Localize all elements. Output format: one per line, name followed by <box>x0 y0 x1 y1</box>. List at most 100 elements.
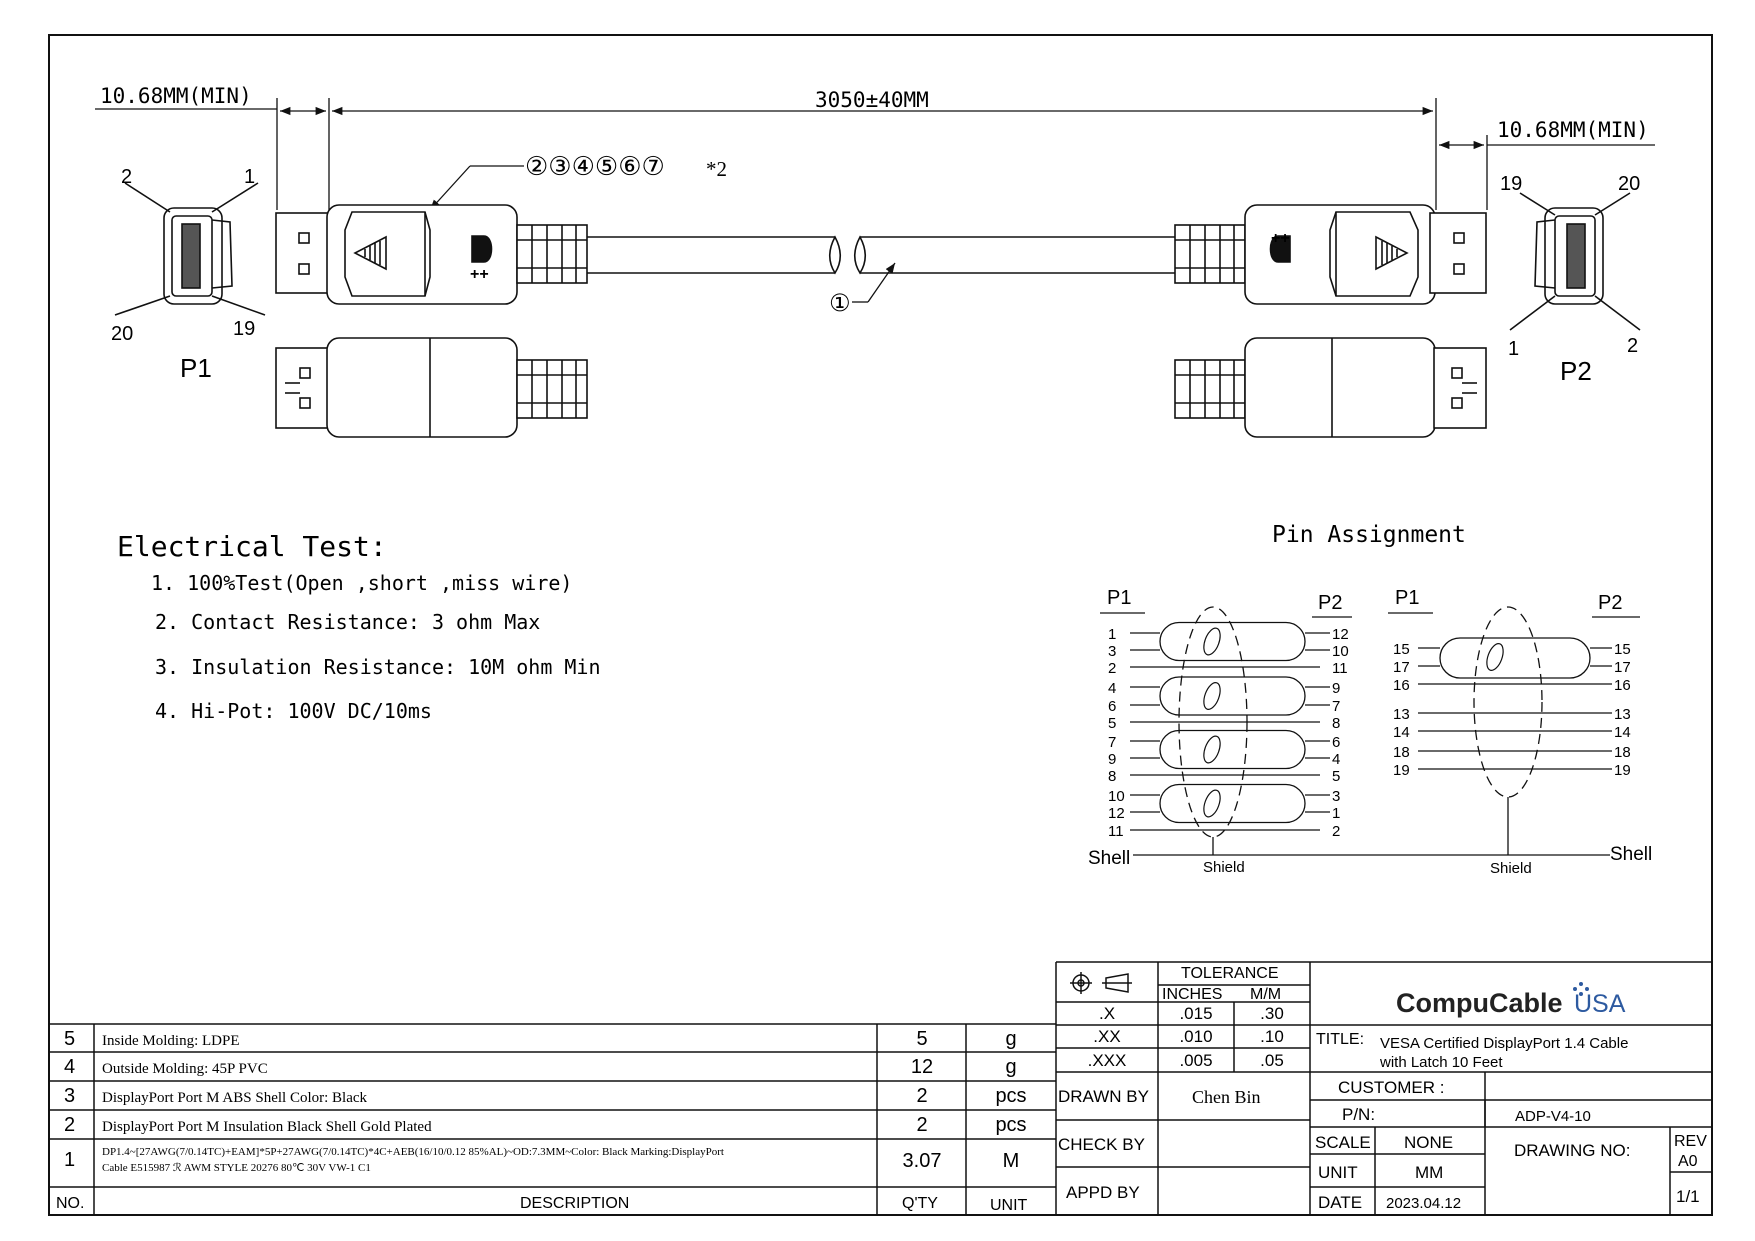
twist-mark <box>1203 735 1221 764</box>
pin-label-p2: 9 <box>1332 680 1340 697</box>
title-line-2: with Latch 10 Feet <box>1379 1054 1503 1071</box>
electrical-test-title: Electrical Test: <box>117 530 387 563</box>
scale-label: SCALE <box>1315 1133 1371 1152</box>
tol-label: .XXX <box>1088 1051 1127 1070</box>
twist-mark <box>1203 682 1221 710</box>
bom-desc: Outside Molding: 45P PVC <box>102 1061 268 1077</box>
tol-inches: .005 <box>1179 1051 1212 1070</box>
tolerance-label: TOLERANCE <box>1181 965 1279 982</box>
pin-label-p2: 2 <box>1332 823 1340 840</box>
pin-label-p2: 19 <box>1614 762 1631 779</box>
bom-header-unit: UNIT <box>990 1197 1028 1214</box>
bom-qty: 5 <box>916 1028 927 1050</box>
shield-lines <box>1133 606 1610 856</box>
pin-label-p2: 6 <box>1332 734 1340 751</box>
bom-no: 3 <box>64 1085 75 1107</box>
dp-logo-right: ++ <box>1271 230 1290 247</box>
cable-callout: ① <box>829 289 851 317</box>
pin-label-p1: 7 <box>1108 734 1116 751</box>
pn-label: P/N: <box>1342 1105 1375 1124</box>
bom-header-desc: DESCRIPTION <box>520 1195 629 1212</box>
pair-jacket <box>1439 637 1591 679</box>
bom-no: 5 <box>64 1028 75 1050</box>
title-line-1: VESA Certified DisplayPort 1.4 Cable <box>1380 1035 1628 1052</box>
tolerance-mm-label: M/M <box>1250 986 1281 1003</box>
p2-pin-1: 1 <box>1508 338 1519 360</box>
pin-label-p2: 7 <box>1332 698 1340 715</box>
unit-value: MM <box>1415 1163 1443 1182</box>
pin-header-underlines <box>1100 612 1640 618</box>
pin-label-p1: 1 <box>1108 626 1116 643</box>
company-logo: CompuCable USA <box>1396 982 1626 1018</box>
parts-callout-suffix: *2 <box>706 157 727 181</box>
bom-no: 1 <box>64 1149 75 1171</box>
tol-label: .XX <box>1093 1027 1120 1046</box>
bom-table-grid <box>49 1023 1056 1215</box>
bom-qty: 3.07 <box>903 1150 942 1172</box>
tol-inches: .015 <box>1179 1004 1212 1023</box>
twisted-pair-jacket <box>1159 621 1306 662</box>
tol-mm: .05 <box>1260 1051 1284 1070</box>
pin-label-p1: 8 <box>1108 768 1116 785</box>
date-value: 2023.04.12 <box>1386 1195 1461 1212</box>
shield-right-label: Shield <box>1490 860 1532 877</box>
tolerance-inches-label: INCHES <box>1162 986 1222 1003</box>
svg-text:CompuCable: CompuCable <box>1396 988 1563 1018</box>
cable-side-view <box>275 337 1487 438</box>
bom-unit: g <box>1005 1056 1016 1078</box>
twist-mark <box>1486 643 1504 671</box>
pin-label-p1: 9 <box>1108 751 1116 768</box>
bom-unit: M <box>1003 1150 1020 1172</box>
pin-label-p2: 13 <box>1614 706 1631 723</box>
pin-label-p1: 17 <box>1393 659 1410 676</box>
title-block-grid <box>1055 961 1712 1215</box>
parts-leader <box>429 165 524 211</box>
right-min-dimension: 10.68MM(MIN) <box>1497 118 1649 142</box>
twist-mark <box>1203 789 1221 818</box>
p1-pin-2: 2 <box>121 166 132 188</box>
pin-left-p1-header: P1 <box>1107 587 1131 609</box>
pin-label-p2: 3 <box>1332 788 1340 805</box>
pin-label-p1: 12 <box>1108 805 1125 822</box>
scale-value: NONE <box>1404 1133 1453 1152</box>
p2-label: P2 <box>1560 356 1592 386</box>
pin-label-p2: 17 <box>1614 659 1631 676</box>
title-label: TITLE: <box>1316 1031 1364 1048</box>
drawn-by-value: Chen Bin <box>1192 1087 1261 1107</box>
p1-pin-20: 20 <box>111 323 133 345</box>
pin-right-p1-header: P1 <box>1395 587 1419 609</box>
electrical-test-item-3: 3. Insulation Resistance: 10M ohm Min <box>155 655 601 679</box>
pin-label-p2: 1 <box>1332 805 1340 822</box>
appd-by-label: APPD BY <box>1066 1183 1140 1202</box>
projection-symbol-icon <box>1070 972 1132 994</box>
check-by-label: CHECK BY <box>1058 1135 1145 1154</box>
dimension-lines <box>95 98 1655 210</box>
pin-label-p1: 2 <box>1108 660 1116 677</box>
tol-mm: .30 <box>1260 1004 1284 1023</box>
shell-left-label: Shell <box>1088 848 1130 869</box>
pin-label-p2: 8 <box>1332 715 1340 732</box>
date-label: DATE <box>1318 1193 1362 1212</box>
pn-value: ADP-V4-10 <box>1515 1108 1591 1125</box>
pin-label-p1: 14 <box>1393 724 1410 741</box>
cable-leader <box>852 262 896 303</box>
bom-unit: g <box>1005 1028 1016 1050</box>
pin-label-p1: 15 <box>1393 641 1410 658</box>
p2-pin-20: 20 <box>1618 173 1640 195</box>
drawn-by-label: DRAWN BY <box>1058 1087 1149 1106</box>
unit-label: UNIT <box>1318 1163 1358 1182</box>
bom-qty: 12 <box>911 1056 933 1078</box>
parts-callout: ②③④⑤⑥⑦ <box>525 152 665 182</box>
drawing-no-label: DRAWING NO: <box>1514 1141 1630 1160</box>
pin-label-p1: 19 <box>1393 762 1410 779</box>
pin-label-p1: 4 <box>1108 680 1116 697</box>
twisted-pair-jacket <box>1159 783 1306 824</box>
left-min-dimension: 10.68MM(MIN) <box>100 84 252 108</box>
p2-pin-2: 2 <box>1627 335 1638 357</box>
twisted-pair-jacket <box>1159 729 1306 770</box>
bom-qty: 2 <box>916 1114 927 1136</box>
p2-pin-19: 19 <box>1500 173 1522 195</box>
